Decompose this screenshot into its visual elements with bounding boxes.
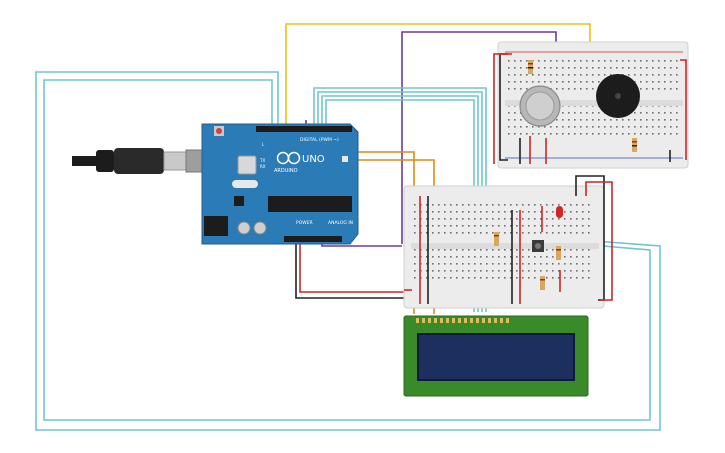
upper-breadboard-wires [493, 53, 687, 164]
cyan-loop-wires [35, 71, 661, 431]
arduino-logo-icon [276, 151, 301, 165]
lcd-pin-header [416, 318, 509, 323]
analog-header [284, 236, 342, 242]
rx-label: RX [260, 164, 266, 169]
arduino-model-label: UNO [302, 154, 325, 165]
tx-label: TX [259, 158, 265, 163]
cyan-wire-outer [35, 71, 661, 431]
resistor-5 [540, 276, 545, 290]
upper-resistors [528, 60, 637, 152]
gas-sensor [519, 85, 561, 127]
upper-breadboard [497, 41, 689, 169]
l-led-label: L [262, 142, 265, 147]
resistor-3 [494, 232, 499, 246]
piezo-buzzer [596, 74, 640, 118]
power-header-label: POWER [296, 220, 313, 226]
digital-header-label: DIGITAL (PWM ~) [300, 137, 339, 143]
arduino-uno-board: ARDUINO UNO DIGITAL (PWM ~) POWER ANALOG… [201, 123, 359, 245]
capacitor-2 [253, 221, 267, 235]
arduino-brand-label: ARDUINO [274, 168, 298, 174]
lower-breadboard [403, 185, 605, 309]
lower-components [494, 206, 563, 290]
usb-port [237, 155, 257, 175]
lower-breadboard-wires [404, 175, 613, 304]
atmega-chip [268, 196, 352, 212]
usb-cable [72, 148, 209, 174]
resistor-4 [556, 246, 561, 260]
capacitor-1 [237, 221, 251, 235]
crystal [232, 180, 258, 188]
analog-header-label: ANALOG IN [328, 220, 353, 226]
red-led [556, 206, 563, 218]
cyan-wire-inner [43, 79, 651, 421]
digital-header [256, 126, 352, 132]
lcd-16x2 [403, 315, 589, 397]
power-jack [204, 216, 228, 236]
